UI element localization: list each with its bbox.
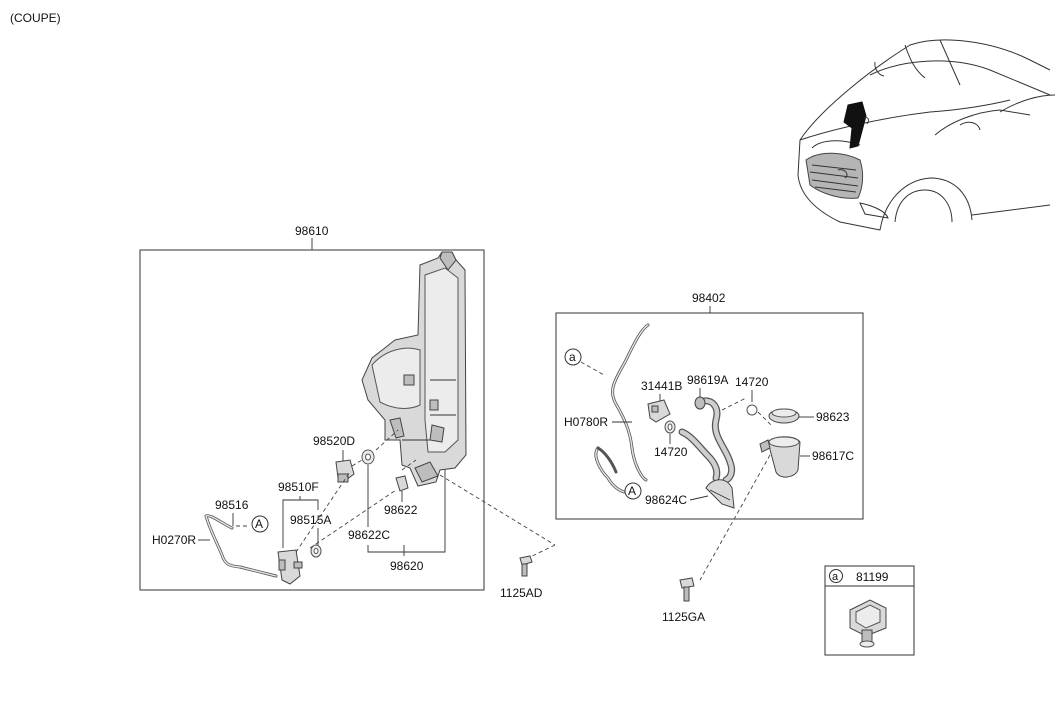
label-81199: 81199 bbox=[856, 570, 889, 584]
grommet-98515A-icon bbox=[310, 544, 322, 558]
filler-group: 98402 a H0780R A 31441B bbox=[555, 291, 864, 520]
label-H0270R: H0270R bbox=[152, 533, 196, 547]
label-98619A: 98619A bbox=[687, 373, 728, 387]
reservoir-location-icon bbox=[843, 101, 867, 149]
clip-inset: a 81199 bbox=[824, 565, 915, 656]
label-98620: 98620 bbox=[390, 559, 424, 573]
bolt-1125AD-group: 1125AD bbox=[439, 474, 556, 600]
label-31441B: 31441B bbox=[641, 379, 682, 393]
callout-A-filler bbox=[624, 482, 642, 500]
label-14720-upper: 14720 bbox=[735, 375, 769, 389]
bracket-98624C-icon bbox=[705, 479, 735, 509]
label-98617C: 98617C bbox=[812, 449, 854, 463]
car-illustration bbox=[797, 39, 1056, 231]
callout-a-filler-letter: a bbox=[569, 350, 576, 364]
cap-98623-icon bbox=[768, 408, 800, 424]
label-98622: 98622 bbox=[384, 503, 418, 517]
tube-H0780R-icon bbox=[594, 323, 650, 494]
seal-98622-icon bbox=[395, 475, 409, 492]
label-14720-lower: 14720 bbox=[654, 445, 688, 459]
clamp-14720-lower-icon bbox=[664, 420, 676, 434]
bolt-1125AD-icon bbox=[519, 555, 533, 577]
reservoir-group-box bbox=[139, 249, 485, 591]
callout-A-filler-letter: A bbox=[628, 484, 636, 498]
label-98610: 98610 bbox=[295, 224, 329, 238]
filler-group-box bbox=[555, 312, 864, 520]
bolt-1125GA-icon bbox=[679, 577, 695, 602]
clip-inset-box bbox=[824, 565, 915, 656]
callout-a-inset-letter: a bbox=[832, 571, 839, 583]
neck-98617C-icon bbox=[759, 436, 801, 478]
seal-98622C-icon bbox=[361, 449, 375, 465]
variant-label: (COUPE) bbox=[10, 11, 61, 25]
label-98520D: 98520D bbox=[313, 434, 355, 448]
grille-icon bbox=[805, 152, 864, 199]
clip-81199-icon bbox=[849, 599, 887, 648]
label-H0780R: H0780R bbox=[564, 415, 608, 429]
label-98623: 98623 bbox=[816, 410, 850, 424]
wiring-H0270R-icon bbox=[204, 514, 278, 578]
label-98402: 98402 bbox=[692, 291, 726, 305]
label-98516: 98516 bbox=[215, 498, 249, 512]
callout-A-left-letter: A bbox=[255, 517, 263, 531]
bolt-1125GA-group: 1125GA bbox=[662, 454, 771, 624]
washer-reservoir-tank bbox=[361, 251, 467, 487]
label-98515A: 98515A bbox=[290, 513, 331, 527]
label-98622C: 98622C bbox=[348, 528, 390, 542]
label-98624C: 98624C bbox=[645, 493, 687, 507]
washer-pump-icon bbox=[277, 549, 303, 585]
clamp-14720-upper-icon bbox=[721, 397, 758, 416]
callout-a-filler bbox=[564, 348, 582, 366]
reservoir-group: 98610 98520D 98622C bbox=[139, 224, 485, 591]
label-98510F: 98510F bbox=[278, 480, 319, 494]
grommet-98520D-icon bbox=[335, 459, 363, 483]
label-1125GA: 1125GA bbox=[662, 610, 705, 624]
callout-a-inset bbox=[829, 569, 843, 583]
clip-31441B-icon bbox=[647, 399, 671, 423]
callout-A-left bbox=[251, 515, 269, 533]
label-1125AD: 1125AD bbox=[500, 586, 543, 600]
filler-hose-98619A-icon bbox=[678, 396, 736, 484]
